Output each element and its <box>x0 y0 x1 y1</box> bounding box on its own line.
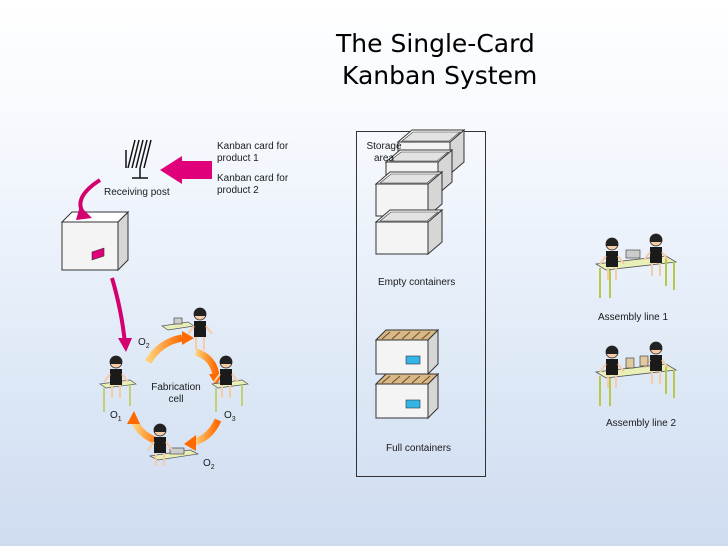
fabrication-cell-line-2: cell <box>168 394 184 405</box>
title-line-2: Kanban System <box>342 61 538 90</box>
operator-o2-bottom-label: O2 <box>203 458 215 474</box>
operator-letter: O <box>110 410 118 421</box>
operator-subscript: 3 <box>231 416 236 423</box>
title-line-1: The Single-Card <box>336 29 535 58</box>
full-containers-stack <box>374 328 440 420</box>
mailbox-post-icon <box>125 139 152 179</box>
assembly-line-2-graphic <box>595 341 677 407</box>
page-title: The Single-Card Kanban System <box>336 28 596 92</box>
operator-letter: O <box>138 337 146 348</box>
full-containers-label: Full containers <box>386 443 452 454</box>
fabrication-cell-label: Fabrication cell <box>144 382 208 406</box>
assembly-line-2-label: Assembly line 2 <box>606 418 677 429</box>
kanban-card-2-label: Kanban card for product 2 <box>217 173 288 197</box>
operator-subscript: 1 <box>117 416 122 423</box>
kanban-card-2-line-2: product 2 <box>217 185 259 196</box>
assembly-line-1-graphic <box>595 233 677 299</box>
worker-icon <box>99 307 249 467</box>
empty-containers-label: Empty containers <box>378 277 456 288</box>
assembly-line-1-label: Assembly line 1 <box>598 312 669 323</box>
kanban-card-arrow <box>160 156 212 184</box>
operator-subscript: 2 <box>210 464 215 471</box>
container-icon <box>60 210 130 272</box>
kanban-card-1-line-2: product 1 <box>217 153 259 164</box>
storage-area-label: Storage area <box>360 141 408 165</box>
kanban-card-1-line-1: Kanban card for <box>217 141 289 152</box>
operator-o3-label: O3 <box>224 410 236 426</box>
operator-o1-label: O1 <box>110 410 122 426</box>
fabrication-cell-line-1: Fabrication <box>151 382 201 393</box>
kanban-card-1-label: Kanban card for product 1 <box>217 141 288 165</box>
storage-area-line-2: area <box>373 153 394 164</box>
operator-letter: O <box>203 458 211 469</box>
receiving-post-label: Receiving post <box>104 187 170 198</box>
kanban-card-2-line-1: Kanban card for <box>217 173 289 184</box>
operator-letter: O <box>224 410 232 421</box>
storage-area-line-1: Storage <box>366 141 402 152</box>
operator-subscript: 2 <box>145 343 150 350</box>
operator-o2-top-label: O2 <box>138 337 150 353</box>
